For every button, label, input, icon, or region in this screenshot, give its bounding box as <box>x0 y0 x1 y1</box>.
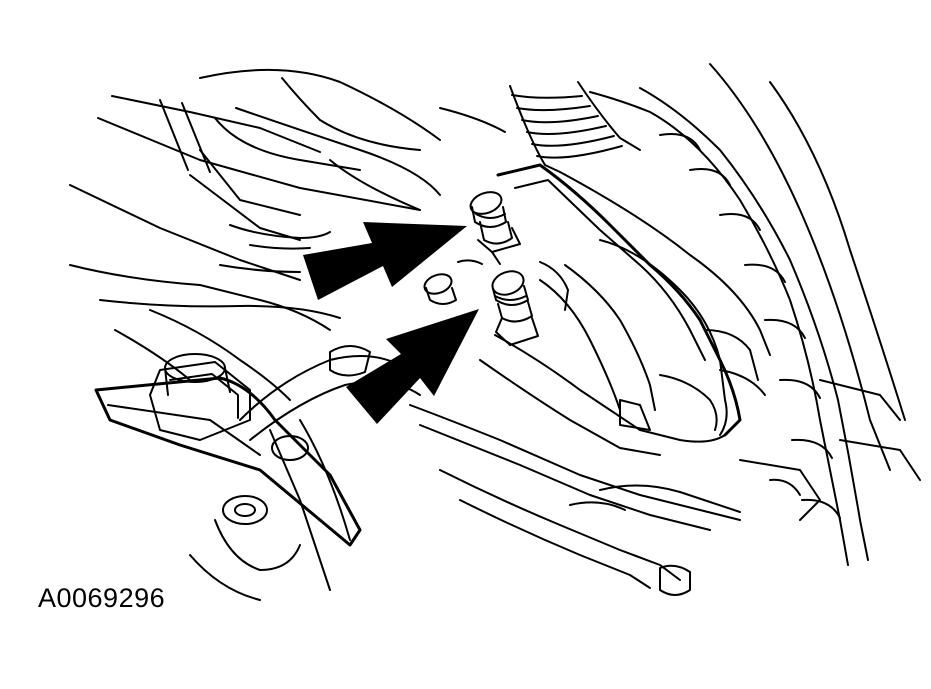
upper-panel-lines <box>69 68 506 281</box>
valve-body <box>479 163 771 456</box>
upper-fitting-arrow <box>303 222 467 300</box>
lower-frame <box>409 404 821 596</box>
figure-reference-id: A0069296 <box>38 583 166 613</box>
left-contour-lines <box>69 224 341 401</box>
upper-hose <box>509 81 641 173</box>
lower-fitting <box>423 259 569 346</box>
lower-fitting-arrow <box>346 309 479 424</box>
upper-fitting <box>469 191 521 265</box>
lower-fasteners <box>189 435 309 601</box>
right-harness <box>589 63 921 566</box>
